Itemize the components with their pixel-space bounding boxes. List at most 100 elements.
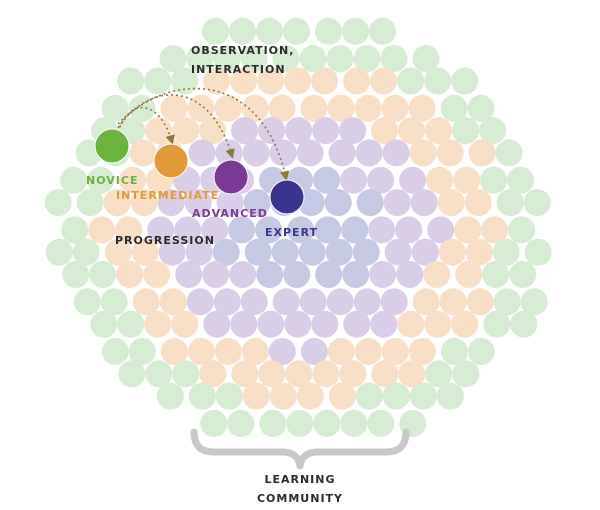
community-bubble bbox=[354, 94, 382, 122]
community-bubble bbox=[479, 117, 507, 145]
community-bubble bbox=[508, 216, 536, 244]
community-bubble bbox=[257, 67, 285, 95]
progression-label: PROGRESSION bbox=[115, 234, 215, 247]
community-bubble bbox=[227, 409, 255, 437]
community-bubble bbox=[495, 139, 523, 167]
community-bubble bbox=[383, 189, 411, 217]
community-bubble bbox=[436, 382, 464, 410]
community-bubble bbox=[242, 139, 270, 167]
community-bubble bbox=[382, 382, 410, 410]
observation-arrows bbox=[117, 87, 290, 181]
community-bubble bbox=[243, 189, 271, 217]
community-bubble bbox=[367, 166, 395, 194]
community-bubble bbox=[241, 338, 269, 365]
community-bubble bbox=[160, 338, 188, 365]
community-bubble bbox=[436, 139, 464, 167]
community-bubble bbox=[145, 360, 173, 388]
community-bubble bbox=[327, 94, 355, 122]
community-bubble bbox=[119, 166, 147, 194]
community-bubble bbox=[199, 360, 227, 388]
community-bubble bbox=[230, 67, 258, 95]
community-bubble bbox=[468, 139, 496, 167]
community-bubble bbox=[356, 189, 384, 217]
community-bubble bbox=[187, 94, 215, 122]
community-bubble bbox=[258, 117, 286, 145]
community-bubble bbox=[101, 94, 129, 122]
community-bubble bbox=[452, 360, 480, 388]
community-bubble bbox=[158, 238, 186, 266]
community-bubble bbox=[186, 45, 214, 73]
community-bubble bbox=[296, 139, 324, 167]
community-bubble bbox=[241, 94, 269, 122]
community-bubble bbox=[328, 382, 356, 410]
community-bubble bbox=[172, 117, 200, 145]
community-bubble bbox=[144, 310, 172, 338]
community-bubble bbox=[453, 166, 481, 194]
community-bubble bbox=[340, 409, 368, 437]
community-bubble bbox=[100, 288, 128, 316]
community-bubble bbox=[340, 166, 368, 194]
community-bubble bbox=[339, 360, 367, 388]
community-bubble bbox=[326, 288, 354, 316]
community-bubble bbox=[381, 94, 409, 122]
community-bubble bbox=[370, 67, 398, 95]
community-bubble bbox=[492, 238, 520, 266]
community-bubble bbox=[313, 166, 341, 194]
community-bubble bbox=[341, 216, 369, 244]
community-bubble bbox=[300, 338, 328, 365]
community-bubble bbox=[425, 117, 453, 145]
community-bubble bbox=[354, 338, 382, 365]
advanced-label: ADVANCED bbox=[192, 207, 268, 220]
community-bubble bbox=[284, 67, 312, 95]
community-bubble bbox=[412, 288, 440, 316]
community-bubble bbox=[268, 338, 296, 365]
community-bubble bbox=[380, 288, 408, 316]
community-bubble bbox=[101, 338, 129, 365]
community-bubble bbox=[315, 17, 342, 45]
community-bubble bbox=[409, 139, 437, 167]
community-bubble bbox=[171, 67, 199, 95]
community-bubble bbox=[299, 45, 327, 73]
community-bubble bbox=[230, 310, 258, 338]
community-bubble bbox=[315, 261, 343, 288]
community-bubble bbox=[171, 310, 199, 338]
community-bubble bbox=[467, 338, 495, 365]
community-bubble bbox=[410, 189, 438, 217]
community-bubble bbox=[285, 360, 313, 388]
community-bubble bbox=[256, 17, 283, 45]
community-bubble bbox=[327, 338, 355, 365]
community-bubble bbox=[284, 310, 312, 338]
community-bubble bbox=[524, 238, 552, 266]
community-bubble bbox=[440, 338, 468, 365]
community-bubble bbox=[384, 238, 412, 266]
community-bubble bbox=[425, 360, 453, 388]
community-bubble bbox=[371, 117, 399, 145]
community-bubble bbox=[353, 288, 381, 316]
community-bubble bbox=[398, 360, 426, 388]
community-bubble bbox=[174, 216, 202, 244]
community-bubble bbox=[369, 17, 396, 45]
community-bubble bbox=[370, 310, 398, 338]
community-bubble bbox=[231, 117, 259, 145]
community-bubble bbox=[188, 139, 216, 167]
community-bubble bbox=[115, 216, 143, 244]
community-bubble bbox=[381, 338, 409, 365]
community-bubble bbox=[200, 409, 228, 437]
community-bubble bbox=[342, 17, 369, 45]
community-bubble bbox=[437, 189, 465, 217]
community-bubble bbox=[339, 117, 367, 145]
community-bubble bbox=[427, 216, 455, 244]
community-bubble bbox=[256, 261, 284, 288]
community-bubble bbox=[188, 382, 216, 410]
community-bubble bbox=[311, 310, 339, 338]
stage-circles bbox=[94, 128, 305, 215]
expert-label: EXPERT bbox=[265, 226, 318, 239]
community-bubble bbox=[283, 17, 310, 45]
community-bubble bbox=[44, 189, 72, 217]
community-bubble bbox=[326, 45, 354, 73]
community-bubble bbox=[312, 117, 340, 145]
community-bubble bbox=[45, 238, 73, 266]
community-bubble bbox=[212, 238, 240, 266]
community-bubble bbox=[440, 94, 468, 122]
advanced-circle bbox=[213, 159, 249, 195]
